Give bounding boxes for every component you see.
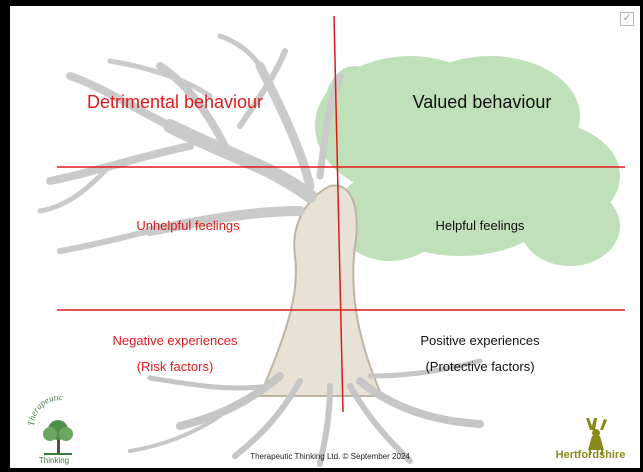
tree-illustration [37,33,620,467]
checkbox-icon[interactable]: ✓ [620,12,634,26]
valued-behaviour-label: Valued behaviour [412,92,552,112]
protective-factors-label: (Protective factors) [425,359,535,374]
positive-experiences-label: Positive experiences [420,333,540,348]
therapeutic-thinking-name: Thinking [38,456,70,465]
risk-factors-label: (Risk factors) [136,359,214,374]
hertfordshire-name: Hertfordshire [555,449,626,461]
quadrant-lines [57,15,625,413]
therapeutic-thinking-logo: Therapeutic [26,396,73,455]
footer-copyright: Therapeutic Thinking Ltd. © September 20… [250,452,410,461]
slide: ✓ Detrimental behaviour Valued behaviour… [10,6,640,468]
negative-experiences-block: Negative experiences (Risk factors) [85,328,265,380]
negative-experiences-label: Negative experiences [112,333,238,348]
positive-experiences-block: Positive experiences (Protective factors… [390,328,570,380]
hertfordshire-hart-logo [586,418,607,455]
divider-vertical [333,15,344,413]
unhelpful-feelings-label: Unhelpful feelings [136,218,240,233]
detrimental-behaviour-label: Detrimental behaviour [86,92,264,112]
helpful-feelings-label: Helpful feelings [435,218,525,233]
